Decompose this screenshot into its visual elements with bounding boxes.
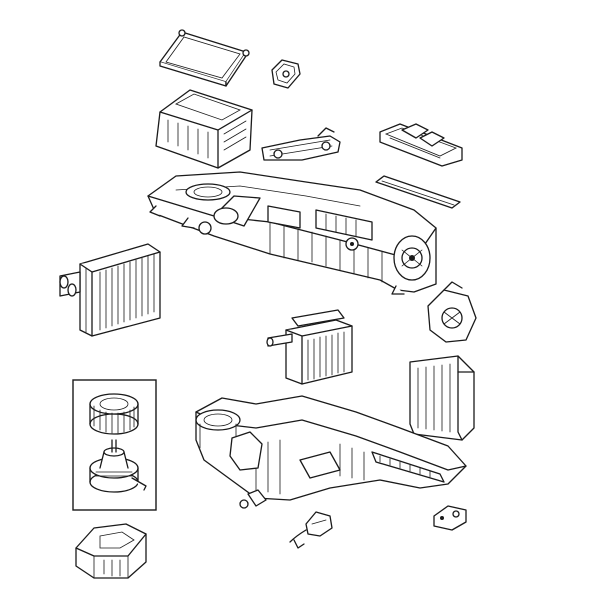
blend-door-panel — [409, 355, 475, 441]
blower-wheel — [89, 393, 139, 435]
heater-core — [266, 309, 353, 385]
electrical-connector — [289, 511, 333, 549]
evaporator-core — [59, 243, 161, 337]
blower-motor — [89, 439, 147, 493]
blower-housing-cover — [75, 523, 147, 579]
air-filter-frame — [159, 29, 250, 87]
upper-hvac-case — [147, 171, 437, 295]
gasket-strip — [375, 175, 461, 209]
small-bracket — [271, 59, 301, 89]
actuator-bracket — [261, 127, 341, 161]
mode-door-actuator — [427, 281, 477, 343]
lower-hvac-case — [195, 395, 467, 509]
blower-motor-kit-box — [72, 379, 157, 511]
air-inlet-housing — [155, 89, 253, 169]
vent-grille-cover — [379, 123, 463, 167]
temperature-sensor — [433, 505, 467, 531]
